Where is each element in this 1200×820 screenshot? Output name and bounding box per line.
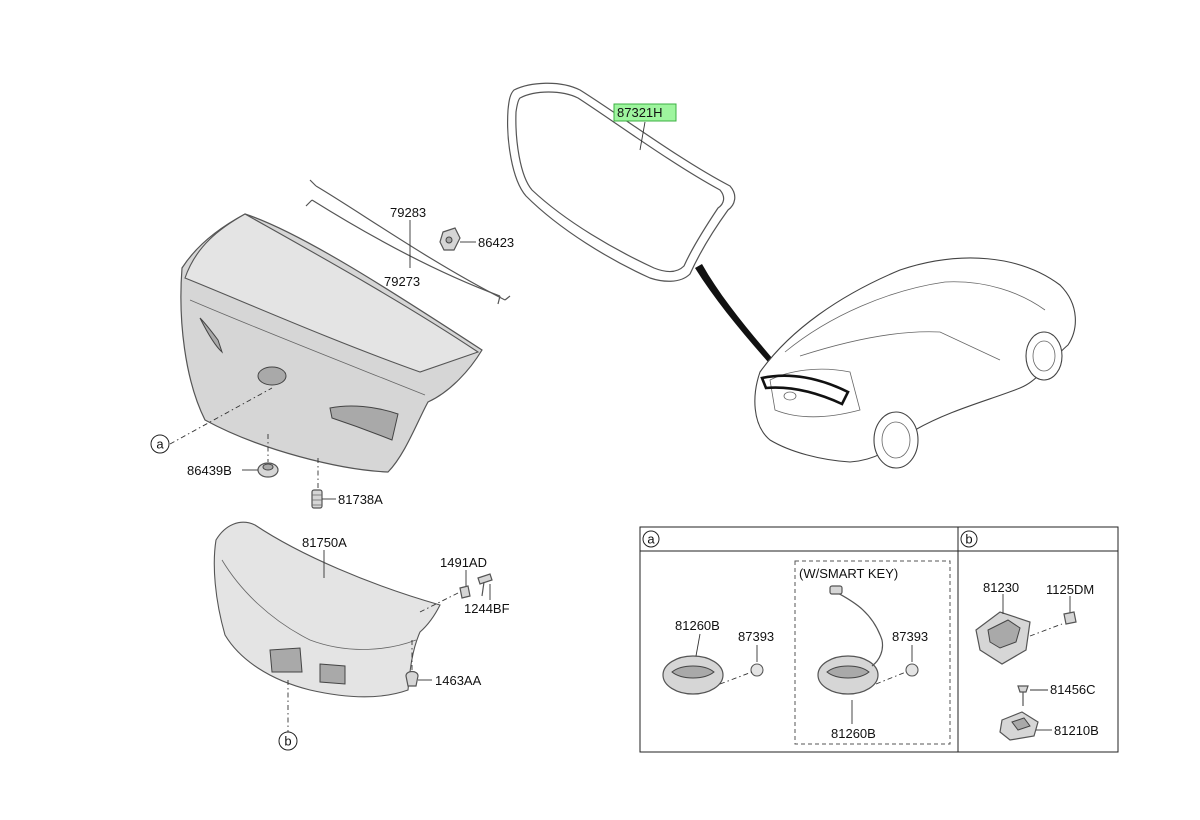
label-86423: 86423 [478, 235, 514, 250]
detail-b-striker-label: 81210B [1054, 723, 1099, 738]
part-highlight-87321H [613, 103, 677, 122]
label-79273: 79273 [384, 274, 420, 289]
handle-right-part [817, 585, 919, 724]
detail-b-latch-label: 81230 [983, 580, 1019, 595]
trunk-stay-rods [305, 179, 511, 305]
fastener-1491AD-part [459, 585, 471, 599]
car-silhouette [754, 257, 1076, 469]
leader-lines [242, 121, 646, 681]
clip-86423-part [439, 227, 461, 251]
detail-b-bolt-label: 1125DM [1046, 582, 1094, 597]
latch-part [975, 594, 1077, 665]
detail-a-nut-left-label: 87393 [738, 629, 774, 644]
bolt-1244BF-part [477, 573, 493, 597]
label-1463AA: 1463AA [435, 673, 482, 688]
label-1491AD: 1491AD [440, 555, 487, 570]
screw-part [1017, 685, 1048, 706]
label-1244BF: 1244BF [464, 601, 510, 616]
smart-key-note: (W/SMART KEY) [799, 566, 898, 581]
label-81750A: 81750A [302, 535, 347, 550]
callout-b: b [278, 731, 298, 751]
label-87321H: 87321H [617, 105, 663, 120]
detail-a-handle-right-label: 81260B [831, 726, 876, 741]
detail-b-header: b [965, 532, 972, 547]
callout-b-label: b [284, 734, 291, 749]
detail-table: a b (W/SMART KEY) 81260B 87393 873 [639, 526, 1119, 753]
detail-a-header: a [647, 532, 655, 547]
callout-a-label: a [156, 437, 164, 452]
handle-left-part [662, 633, 764, 695]
label-86439B: 86439B [187, 463, 232, 478]
trunk-lid-panel [180, 213, 483, 473]
label-81738A: 81738A [338, 492, 383, 507]
striker-part [999, 711, 1052, 741]
location-pointer [695, 264, 772, 362]
stopper-81738A-part [311, 489, 323, 509]
trim-panel-part [213, 521, 441, 698]
bumper-86439B-part [257, 462, 279, 478]
assembly-axes [169, 387, 461, 732]
detail-b-screw-label: 81456C [1050, 682, 1096, 697]
label-79283: 79283 [390, 205, 426, 220]
callout-a: a [150, 434, 170, 454]
detail-a-handle-left-label: 81260B [675, 618, 720, 633]
clip-1463AA-part [405, 670, 419, 687]
detail-a-nut-right-label: 87393 [892, 629, 928, 644]
